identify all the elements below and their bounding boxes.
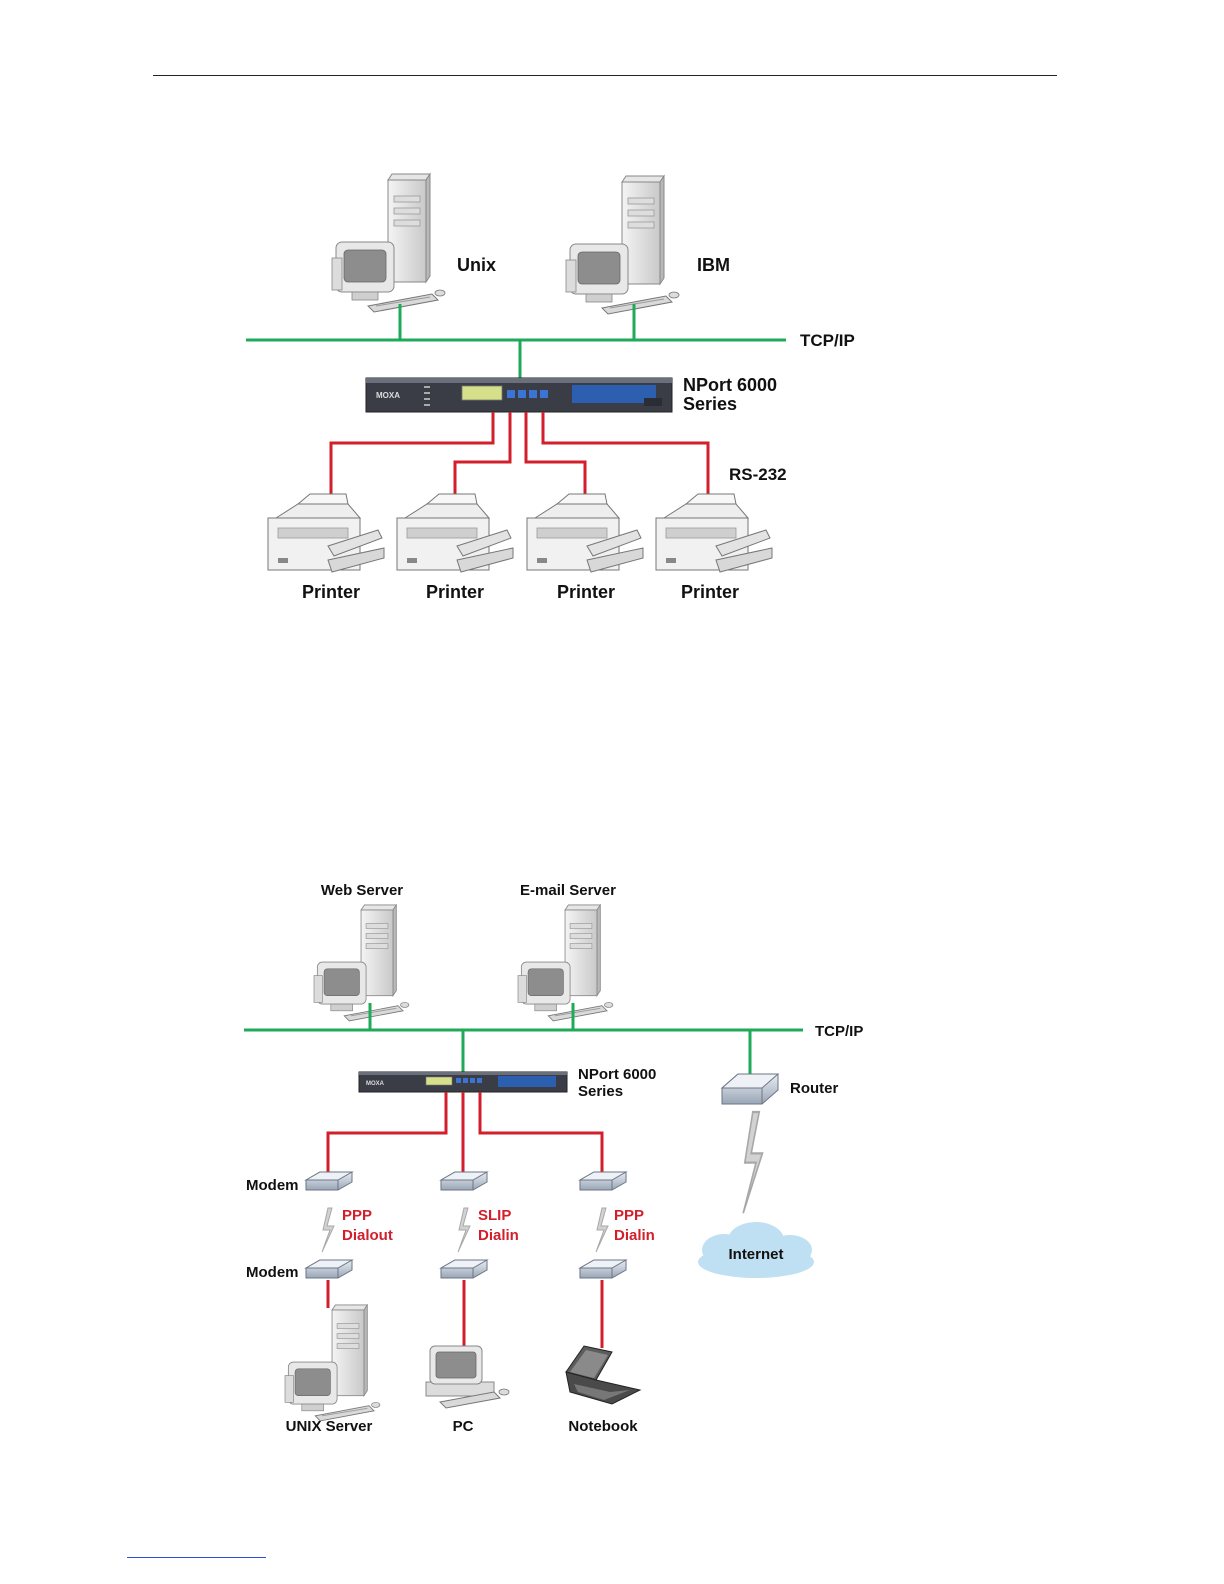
printer-label-3: Printer	[557, 582, 615, 602]
modem-icon-upper-1	[306, 1172, 352, 1190]
printer-icon-1	[268, 494, 384, 572]
modem-icon-lower-3	[580, 1260, 626, 1278]
diagram-1: Unix IBM TCP/IP MOXA NPort 6000	[246, 174, 855, 602]
notebook-label: Notebook	[568, 1418, 638, 1435]
link-1-line2: Dialout	[342, 1227, 393, 1244]
link-2-line1: SLIP	[478, 1207, 511, 1224]
printer-icon-4	[656, 494, 772, 572]
modem-label-upper: Modem	[246, 1177, 299, 1194]
modem-icon-lower-2	[441, 1260, 487, 1278]
serial-links-1	[331, 412, 708, 512]
dialup-lightning-icon-1	[322, 1208, 334, 1252]
notebook-icon	[566, 1346, 640, 1404]
modem-icon-lower-1	[306, 1260, 352, 1278]
link-3-line2: Dialin	[614, 1227, 655, 1244]
ethernet-links-2	[244, 1003, 803, 1074]
email-server-icon	[518, 905, 613, 1021]
nport-series-1: Series	[683, 394, 737, 414]
modem-icon-upper-2	[441, 1172, 487, 1190]
link-2-line2: Dialin	[478, 1227, 519, 1244]
unix-host-icon	[332, 174, 445, 312]
pc-icon	[426, 1346, 509, 1408]
dialup-lightning-icon-3	[596, 1208, 608, 1252]
web-server-label: Web Server	[321, 882, 403, 899]
tcpip-label-2: TCP/IP	[815, 1023, 863, 1040]
ibm-host-icon	[566, 176, 679, 314]
modem-icon-upper-3	[580, 1172, 626, 1190]
nport-device-1: MOXA	[366, 378, 672, 412]
web-server-icon	[314, 905, 409, 1021]
internet-lightning-icon	[743, 1112, 762, 1213]
tcpip-label-1: TCP/IP	[800, 331, 855, 350]
nport-brand-2: MOXA	[366, 1081, 385, 1087]
router-icon	[722, 1074, 778, 1104]
diagram-2: Web Server E-mail Server TCP/IP MOXA NPo…	[244, 882, 863, 1435]
nport-name-1: NPort 6000	[683, 375, 777, 395]
printer-icon-3	[527, 494, 643, 572]
printer-icon-2	[397, 494, 513, 572]
unix-label: Unix	[457, 255, 496, 275]
internet-label: Internet	[728, 1246, 783, 1263]
link-1-line1: PPP	[342, 1207, 372, 1224]
nport-brand-1: MOXA	[376, 391, 400, 400]
nport-device-2: MOXA	[359, 1072, 567, 1092]
printer-label-1: Printer	[302, 582, 360, 602]
nport-name-2: NPort 6000	[578, 1066, 656, 1083]
pc-label: PC	[453, 1418, 474, 1435]
nport-series-2: Series	[578, 1083, 623, 1100]
printer-label-2: Printer	[426, 582, 484, 602]
dialup-lightning-icon-2	[458, 1208, 470, 1252]
modem-label-lower: Modem	[246, 1264, 299, 1281]
printer-label-4: Printer	[681, 582, 739, 602]
unix-server-icon	[285, 1305, 380, 1421]
link-3-line1: PPP	[614, 1207, 644, 1224]
router-label: Router	[790, 1080, 838, 1097]
ibm-label: IBM	[697, 255, 730, 275]
ethernet-links-1	[246, 304, 786, 378]
unix-server-label: UNIX Server	[286, 1418, 373, 1435]
email-server-label: E-mail Server	[520, 882, 616, 899]
rs232-label: RS-232	[729, 465, 787, 484]
